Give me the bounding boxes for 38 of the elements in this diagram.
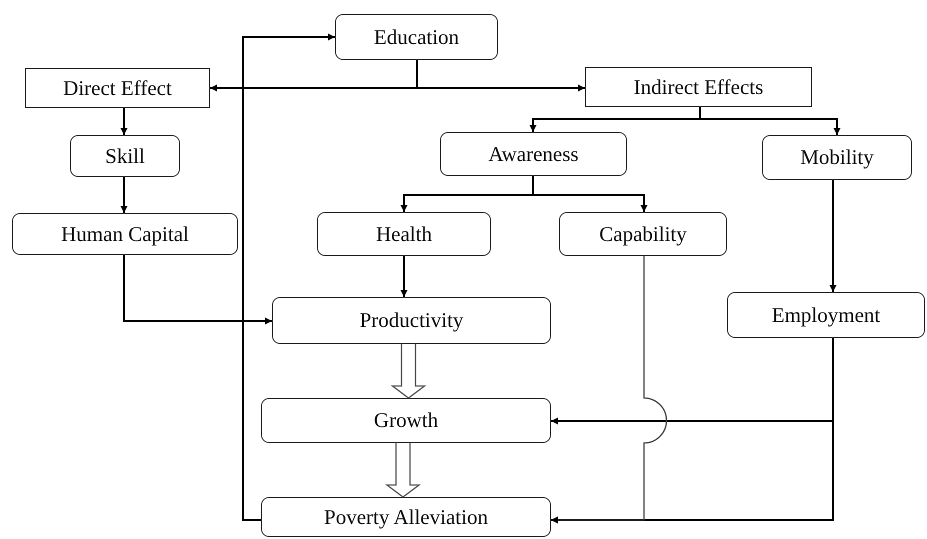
process-box xyxy=(261,497,551,537)
box-label: Skill xyxy=(105,146,145,166)
arrow xyxy=(830,180,836,292)
box-label: Poverty Alleviation xyxy=(324,506,488,528)
box-label: Employment xyxy=(772,304,880,326)
arrow xyxy=(242,34,335,521)
process-box xyxy=(585,67,812,107)
process-box xyxy=(261,398,551,443)
box-label: Indirect Effects xyxy=(634,76,764,98)
box-label: Human Capital xyxy=(61,224,189,244)
arrow xyxy=(551,256,668,524)
arrow xyxy=(123,255,272,324)
process-box xyxy=(762,135,912,180)
process-box xyxy=(317,212,491,256)
process-box xyxy=(70,135,180,177)
process-box xyxy=(335,14,498,60)
box-label: Awareness xyxy=(488,144,579,164)
box-label: Mobility xyxy=(800,147,874,168)
box-label: Growth xyxy=(374,410,438,431)
process-box xyxy=(272,297,551,344)
arrow xyxy=(120,177,128,213)
box-label: Productivity xyxy=(360,310,464,331)
process-box xyxy=(12,213,238,255)
hollow-arrow xyxy=(385,442,421,498)
box-label: Direct Effect xyxy=(63,78,172,98)
process-box xyxy=(440,132,627,176)
process-box xyxy=(25,68,210,108)
box-label: Education xyxy=(374,26,460,48)
box-label: Health xyxy=(376,224,432,244)
arrow xyxy=(400,256,408,297)
box-label: Capability xyxy=(599,224,687,244)
arrow xyxy=(416,60,585,92)
process-box xyxy=(559,212,727,256)
arrow xyxy=(699,107,840,135)
arrow xyxy=(120,108,128,135)
arrow xyxy=(532,176,648,212)
process-box xyxy=(727,292,925,338)
hollow-arrow xyxy=(390,343,426,399)
